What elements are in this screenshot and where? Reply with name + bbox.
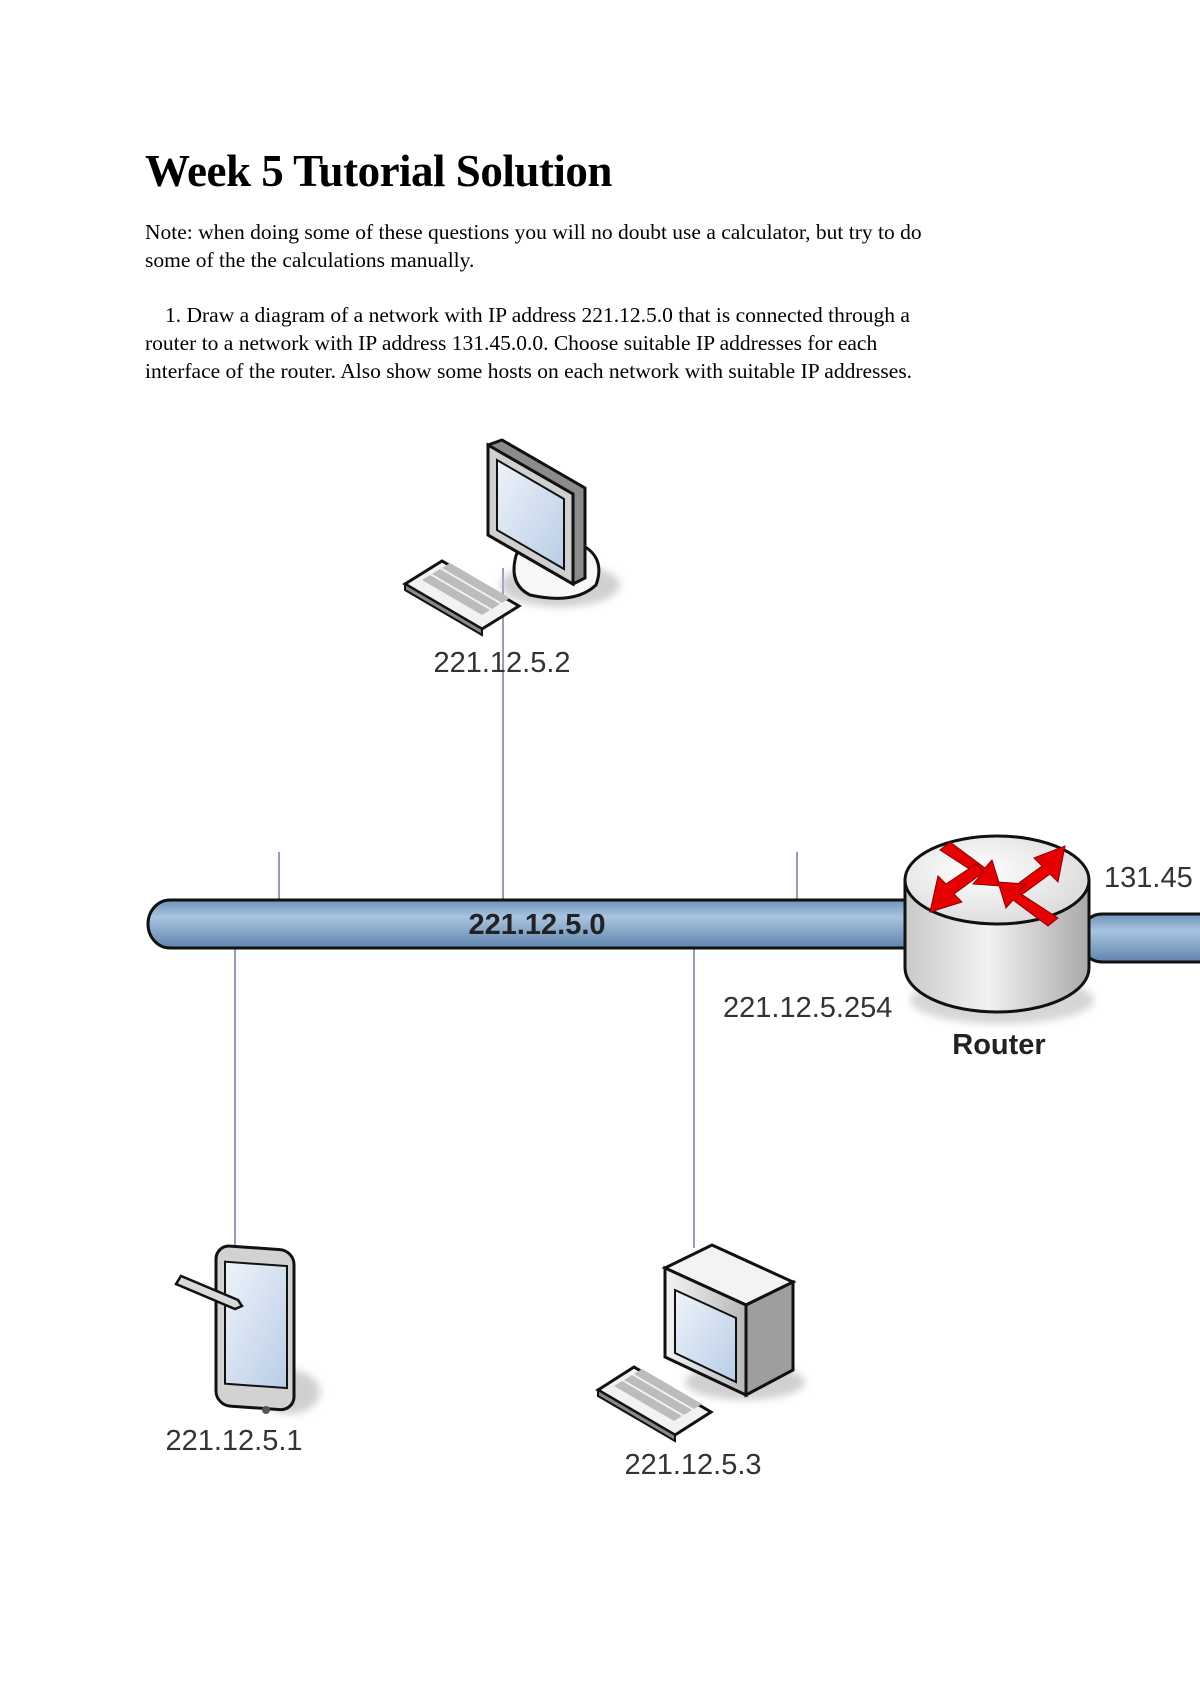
tablet-ip-label: 221.12.5.1 — [165, 1425, 302, 1457]
keyboard-icon — [402, 559, 522, 637]
router-icon — [903, 834, 1094, 1024]
tablet-icon — [214, 1244, 296, 1414]
question-1-line-3: interface of the router. Also show some … — [145, 359, 913, 383]
desktop-top-ip-label: 221.12.5.2 — [433, 647, 570, 679]
note-line-2: some of the the calculations manually. — [145, 248, 475, 272]
question-1-line-1: 1. Draw a diagram of a network with IP a… — [165, 303, 910, 327]
desktop-bottom — [595, 1243, 805, 1443]
note-paragraph: Note: when doing some of these questions… — [145, 218, 922, 274]
keyboard-icon — [595, 1365, 714, 1443]
connection-lines — [234, 568, 798, 1248]
network-bus: 221.12.5.0 — [146, 898, 940, 950]
tablet — [174, 1244, 320, 1414]
network-label: 221.12.5.0 — [468, 909, 605, 941]
note-line-1: Note: when doing some of these questions… — [145, 220, 922, 244]
router-interface-left-label: 221.12.5.254 — [723, 992, 892, 1024]
router-interface-right-label: 131.45 — [1104, 862, 1193, 894]
desktop-monitor-icon — [486, 438, 601, 600]
desktop-bottom-ip-label: 221.12.5.3 — [624, 1449, 761, 1481]
question-1-line-2: router to a network with IP address 131.… — [145, 331, 878, 355]
network-bus-right — [1078, 912, 1200, 964]
question-1: 1. Draw a diagram of a network with IP a… — [145, 301, 912, 385]
page-title: Week 5 Tutorial Solution — [145, 146, 612, 196]
desktop-top — [402, 438, 620, 637]
stylus-icon — [174, 1274, 244, 1311]
router-label: Router — [952, 1029, 1045, 1061]
router-arrows — [929, 841, 1066, 927]
tower-computer-icon — [661, 1243, 797, 1398]
